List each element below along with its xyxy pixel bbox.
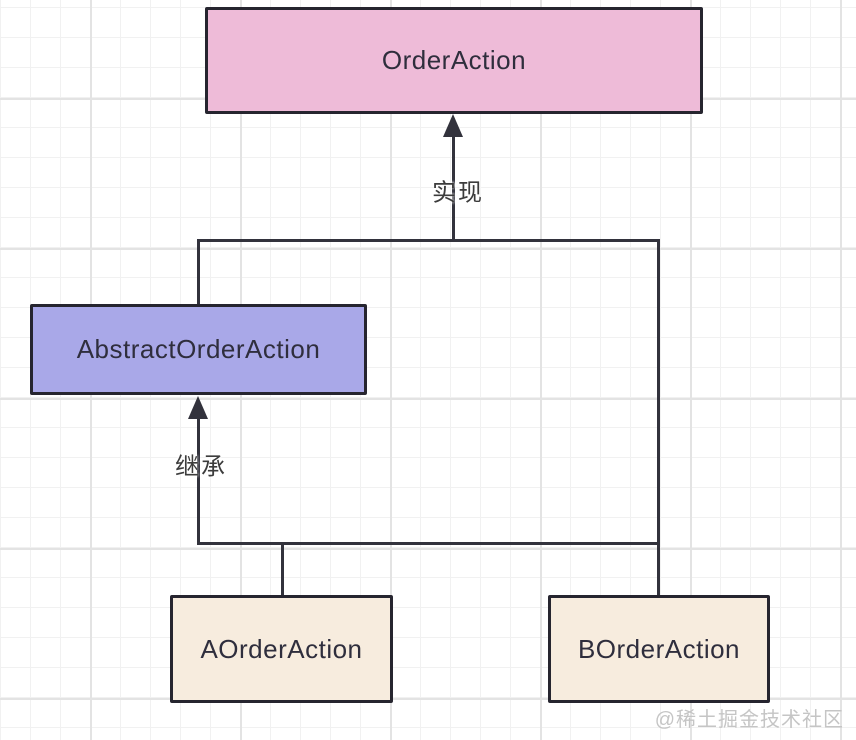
implement-arrowhead-icon: [443, 114, 463, 137]
edge-label-inherit: 继承: [175, 453, 227, 481]
watermark: @稀土掘金技术社区: [654, 709, 844, 731]
node-a-order-action-label: AOrderAction: [200, 633, 363, 664]
connector-a-order-drop: [281, 542, 284, 597]
connector-inherit-stem: [197, 418, 200, 545]
connector-b-order-drop: [657, 239, 660, 597]
node-order-action-label: OrderAction: [381, 45, 527, 75]
connector-abstract-top-drop: [197, 239, 200, 306]
node-abstract-order-action-label: AbstractOrderAction: [76, 334, 321, 364]
connector-implement-stem: [452, 132, 455, 242]
node-a-order-action: AOrderAction: [170, 595, 393, 703]
node-abstract-order-action: AbstractOrderAction: [30, 304, 367, 395]
connector-top-bus: [197, 239, 660, 242]
node-order-action: OrderAction: [205, 7, 703, 114]
connector-bottom-bus: [197, 542, 660, 545]
edge-label-implement: 实现: [432, 179, 484, 207]
node-b-order-action: BOrderAction: [548, 595, 770, 703]
inherit-arrowhead-icon: [188, 396, 208, 419]
node-b-order-action-label: BOrderAction: [577, 633, 741, 664]
